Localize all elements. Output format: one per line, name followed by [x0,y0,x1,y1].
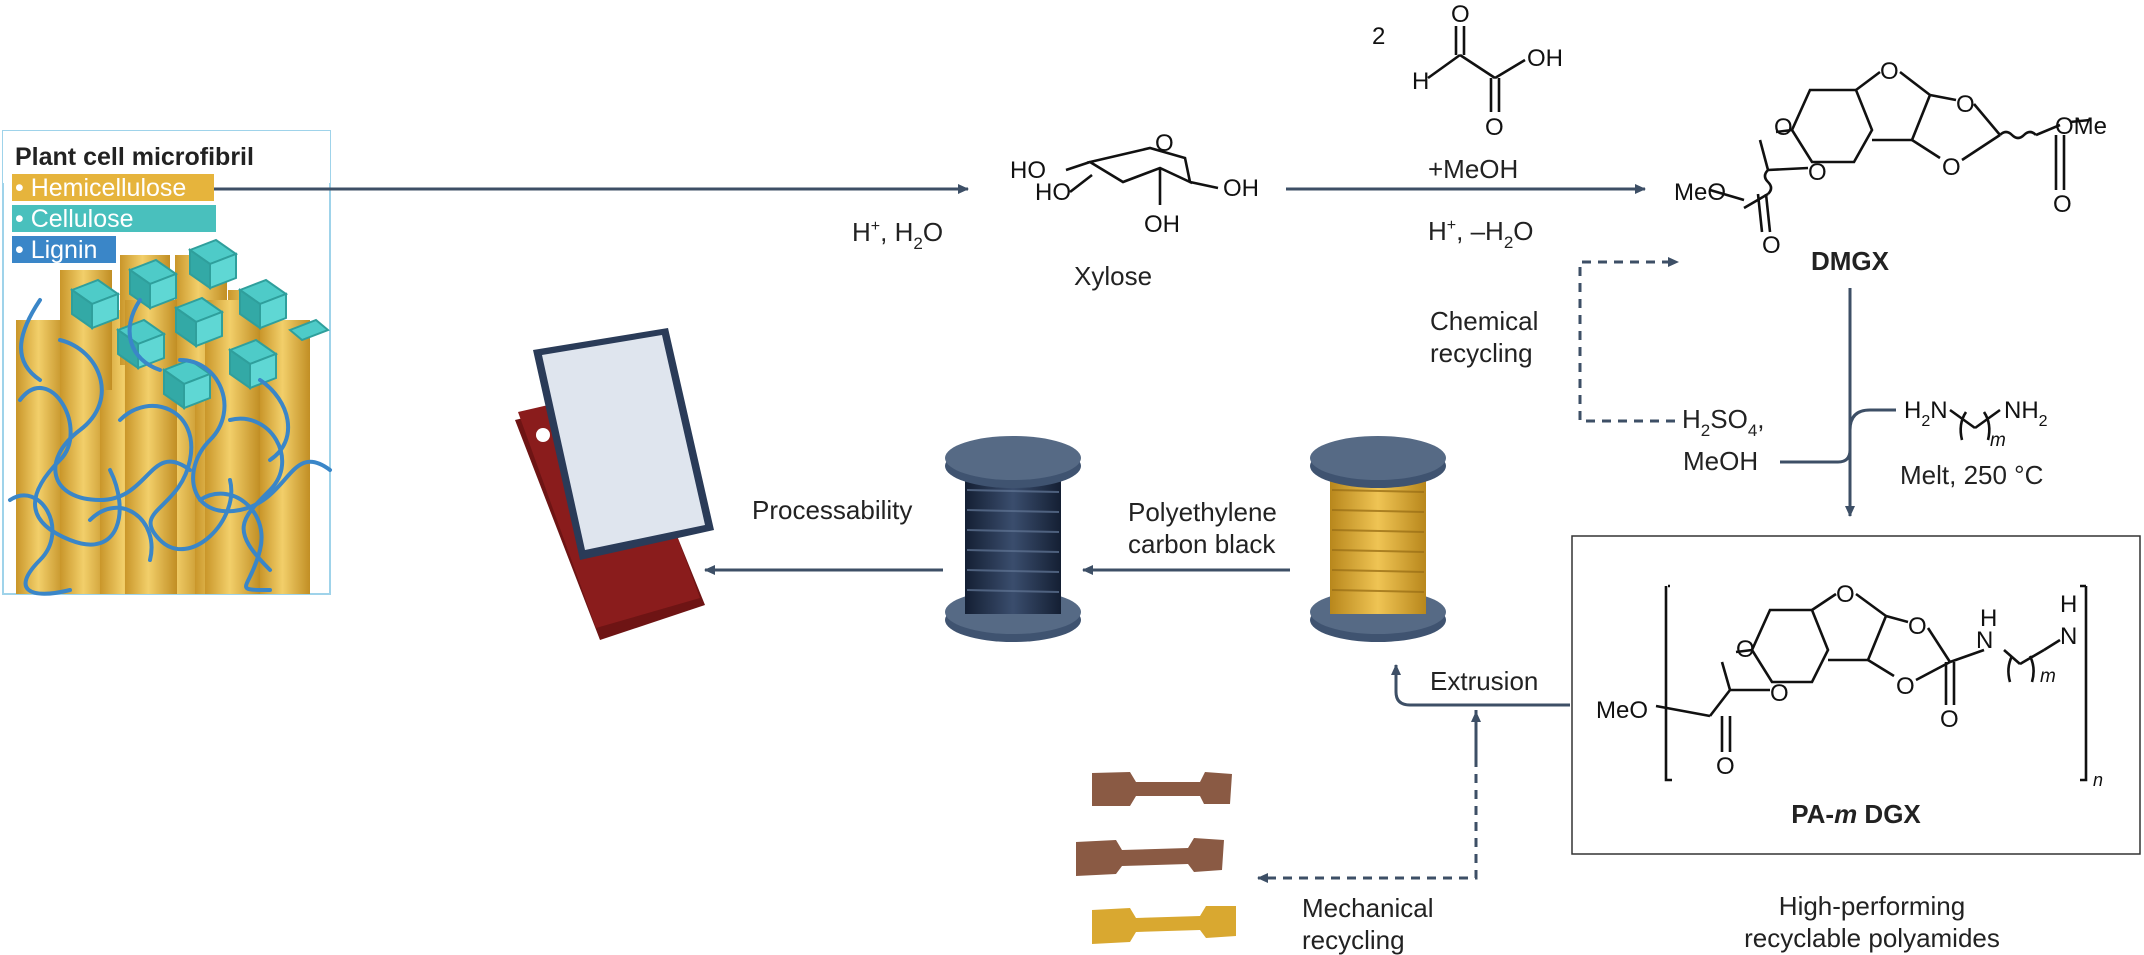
legend-swatch-cellulose [12,205,216,232]
phone-case-icon [515,328,714,640]
diamine-feed-line [1780,408,1896,464]
svg-text:O: O [1485,114,1504,141]
svg-text:O: O [2053,191,2072,218]
svg-text:H: H [1980,605,1997,632]
plant-title: Plant cell microfibril [15,143,254,171]
xylose-label: Xylose [1074,261,1152,291]
svg-text:O: O [1940,706,1959,733]
mechanical-recycling-arrow [1257,710,1478,883]
xylose-structure: HO HO O OH OH [1010,130,1259,238]
svg-text:OMe: OMe [2055,113,2107,140]
plant-microfibril-illustration: Plant cell microfibril • Hemicellulose •… [2,130,332,596]
extrusion-label: Extrusion [1430,666,1538,696]
mechanical-recycling-label-2: recycling [1302,925,1405,955]
gold-filament-spool-icon [1310,436,1446,642]
svg-text:O: O [1956,91,1975,118]
legend-cellulose: • Cellulose [15,205,134,233]
svg-text:HO: HO [1035,179,1071,206]
svg-text:m: m [1990,430,2006,451]
svg-text:O: O [1942,154,1961,181]
svg-text:H: H [1412,68,1429,95]
methanol-condition: +MeOH [1428,154,1518,184]
polymer-label: PA-m DGX [1791,799,1921,829]
diamine-structure: H2N m NH2 [1904,397,2048,451]
acid-condition: H+, –H2O [1428,216,1534,252]
svg-text:O: O [1716,753,1735,780]
chemical-recycling-arrow [1578,257,1679,423]
pa-m-dgx-structure: O O O O N H m N H . O O MeO O n [1596,581,2103,790]
black-filament-spool-icon [945,436,1081,642]
svg-text:H: H [2060,591,2077,618]
cellulose-cube-icons [69,238,330,410]
legend-lignin: • Lignin [15,236,97,264]
svg-text:O: O [1880,58,1899,85]
tensile-bar-icons [1076,772,1236,944]
melt-condition: Melt, 250 °C [1900,460,2043,490]
svg-text:O: O [1908,613,1927,640]
legend-swatch-hemicellulose [12,174,214,201]
svg-text:O: O [1770,680,1789,707]
svg-text:n: n [2093,770,2103,790]
svg-text:O: O [1736,636,1755,663]
svg-text:OH: OH [1144,211,1180,238]
svg-text:N: N [2060,623,2077,650]
dmgx-structure: O O O OMe O O O MeO O [1674,58,2107,259]
dmgx-label: DMGX [1811,246,1890,276]
svg-text:O: O [1808,159,1827,186]
pe-label-2: carbon black [1128,529,1276,559]
svg-text:MeO: MeO [1674,179,1726,206]
svg-text:O: O [1451,1,1470,28]
svg-text:MeO: MeO [1596,697,1648,724]
lignin-strands-icon [8,298,332,596]
pathway-arrows [214,184,1896,883]
mechanical-recycling-label-1: Mechanical [1302,893,1434,923]
chemical-recycling-label-2: recycling [1430,338,1533,368]
svg-text:NH2: NH2 [2004,397,2048,430]
svg-text:O: O [1774,114,1793,141]
legend-hemicellulose: • Hemicellulose [15,174,186,202]
glyoxylic-acid-structure: 2 O H OH O [1372,1,1563,141]
svg-text:OH: OH [1223,175,1259,202]
svg-text:OH: OH [1527,45,1563,72]
extrusion-arrow [1391,664,1570,707]
polymer-caption-1: High-performing [1779,891,1965,921]
hydrolysis-condition: H+, H2O [852,217,943,253]
svg-text:N: N [1976,627,1993,654]
svg-text:O: O [1896,673,1915,700]
sulfuric-acid-condition: H2SO4, [1682,404,1765,440]
processability-label: Processability [752,495,912,525]
svg-text:m: m [2040,666,2056,687]
svg-text:H2N: H2N [1904,397,1948,430]
svg-text:HO: HO [1010,157,1046,184]
methanol-recycling-condition: MeOH [1683,446,1758,476]
svg-text:O: O [1762,232,1781,259]
legend-swatch-lignin [12,236,116,263]
chemical-recycling-label-1: Chemical [1430,306,1538,336]
svg-text:O: O [1836,581,1855,608]
svg-text:O: O [1155,130,1174,157]
polymer-caption-2: recyclable polyamides [1744,923,2000,953]
glyoxylic-coefficient: 2 [1372,23,1385,50]
pe-label-1: Polyethylene [1128,497,1277,527]
